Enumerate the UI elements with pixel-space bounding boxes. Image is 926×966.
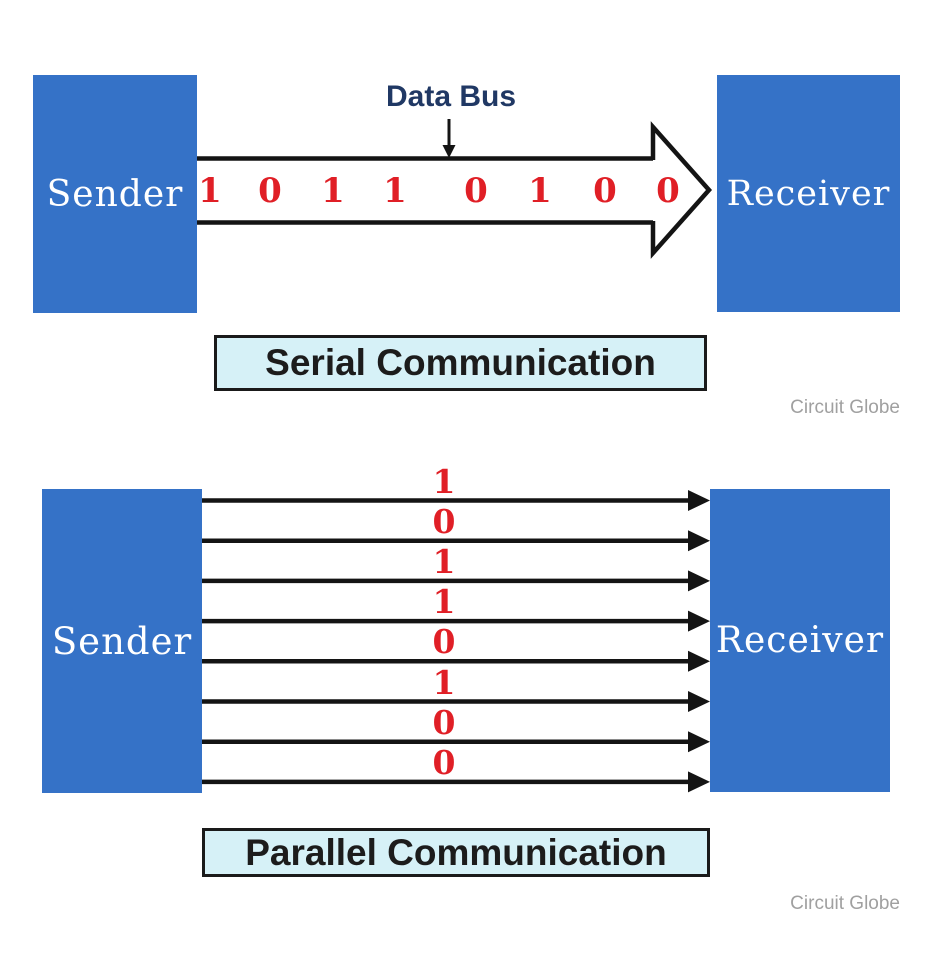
parallel-sender-box: Sender <box>42 489 202 793</box>
parallel-bit: 1 <box>432 662 456 702</box>
serial-bus-arrowhead <box>650 121 713 259</box>
parallel-bit: 1 <box>432 582 456 622</box>
parallel-line-arrowhead <box>688 731 710 753</box>
parallel-caption-box: Parallel Communication <box>202 828 710 877</box>
parallel-lines-group <box>202 490 710 793</box>
parallel-receiver-label: Receiver <box>715 620 885 661</box>
serial-receiver-box: Receiver <box>717 75 900 312</box>
parallel-line-arrowhead <box>688 570 710 592</box>
parallel-sender-label: Sender <box>51 619 193 663</box>
parallel-receiver-box: Receiver <box>710 489 890 792</box>
parallel-bit: 1 <box>432 541 456 581</box>
serial-sender-box: Sender <box>33 75 197 313</box>
serial-sender-label: Sender <box>46 173 184 215</box>
serial-bit: 0 <box>464 171 488 211</box>
parallel-caption-label: Parallel Communication <box>245 831 667 873</box>
parallel-bit: 0 <box>432 501 456 541</box>
parallel-bit: 0 <box>432 622 456 662</box>
serial-bit: 0 <box>258 171 282 211</box>
serial-bit: 1 <box>321 171 345 211</box>
serial-bit: 0 <box>593 171 617 211</box>
parallel-bit: 0 <box>432 742 456 782</box>
parallel-bit: 1 <box>432 461 456 501</box>
parallel-bit: 0 <box>432 702 456 742</box>
parallel-line-arrowhead <box>688 691 710 712</box>
serial-bit: 1 <box>198 171 222 211</box>
parallel-line-arrowhead <box>688 650 710 672</box>
serial-bit: 1 <box>383 171 407 211</box>
data-bus-pointer-arrowhead <box>442 145 456 158</box>
watermark-parallel: Circuit Globe <box>790 893 900 914</box>
serial-caption-box: Serial Communication <box>214 335 707 391</box>
parallel-line-arrowhead <box>688 490 710 511</box>
serial-receiver-label: Receiver <box>726 173 891 214</box>
parallel-line-arrowhead <box>688 610 710 632</box>
parallel-line-arrowhead <box>688 530 710 552</box>
serial-bit: 1 <box>528 171 552 211</box>
serial-caption-label: Serial Communication <box>265 342 656 383</box>
watermark-serial: Circuit Globe <box>790 397 900 418</box>
data-bus-label: Data Bus <box>385 80 517 113</box>
serial-bit: 0 <box>656 171 680 211</box>
parallel-line-arrowhead <box>688 771 710 793</box>
